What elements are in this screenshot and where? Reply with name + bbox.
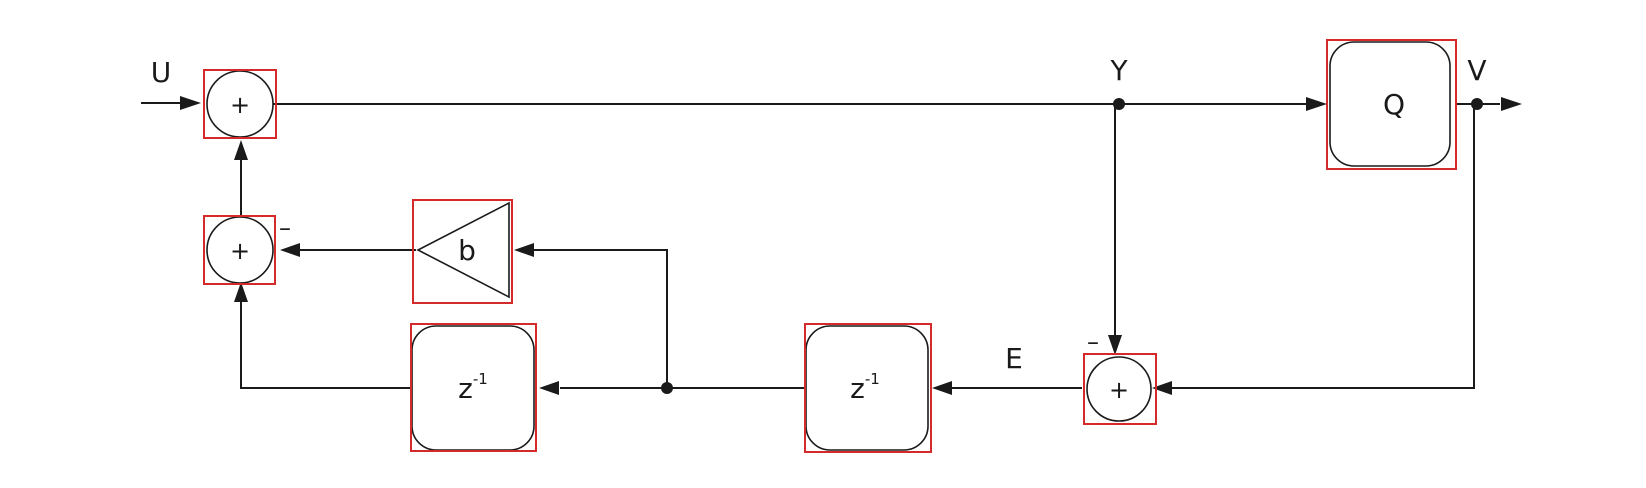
arrowhead-to-gain (514, 243, 534, 257)
delay-right-exp: -1 (865, 370, 880, 388)
junction-mid (661, 382, 673, 394)
arrowhead-to-summer2 (280, 243, 300, 257)
gain-block: b (412, 199, 513, 304)
signal-v-label: V (1467, 54, 1486, 87)
quantizer-block: Q (1326, 39, 1457, 170)
arrowhead-to-q (1306, 97, 1327, 111)
delay-left-base: z (458, 372, 473, 405)
delay-right-label: z-1 (850, 370, 880, 405)
arrowhead-feedback-v (1152, 381, 1172, 395)
arrowhead-to-summer1 (234, 140, 248, 160)
minus-sign-feedback: – (279, 214, 291, 242)
delay-return-wire (240, 294, 411, 389)
arrowhead-to-delay2 (932, 381, 952, 395)
arrowhead-input (180, 96, 201, 110)
delay-block-left: z-1 (410, 323, 537, 452)
gain-feed-wire (521, 249, 668, 388)
summer-error: + (1083, 353, 1157, 425)
minus-sign-error: – (1087, 328, 1099, 356)
summer-input: + (203, 69, 277, 139)
quantizer-label: Q (1383, 88, 1405, 121)
delay-right-base: z (850, 372, 865, 405)
summer-feedback: + (203, 215, 276, 285)
delay-block-right: z-1 (804, 323, 932, 453)
gain-label: b (458, 234, 476, 267)
arrowhead-output (1501, 97, 1522, 111)
arrowhead-to-delay1 (539, 381, 559, 395)
delay-left-label: z-1 (458, 370, 488, 405)
signal-y-label: Y (1109, 54, 1128, 87)
signal-e-label: E (1005, 342, 1023, 375)
summer-feedback-symbol: + (230, 237, 250, 265)
arrowhead-to-summer3 (1108, 335, 1122, 355)
v-feedback-wire (1172, 104, 1475, 389)
summer-input-symbol: + (230, 91, 250, 119)
summer-error-symbol: + (1109, 376, 1129, 404)
signal-u-label: U (151, 56, 172, 89)
junction-y (1113, 98, 1125, 110)
arrowhead-to-summer2-bottom (234, 282, 248, 302)
junction-v (1471, 98, 1483, 110)
delay-left-exp: -1 (473, 370, 488, 388)
